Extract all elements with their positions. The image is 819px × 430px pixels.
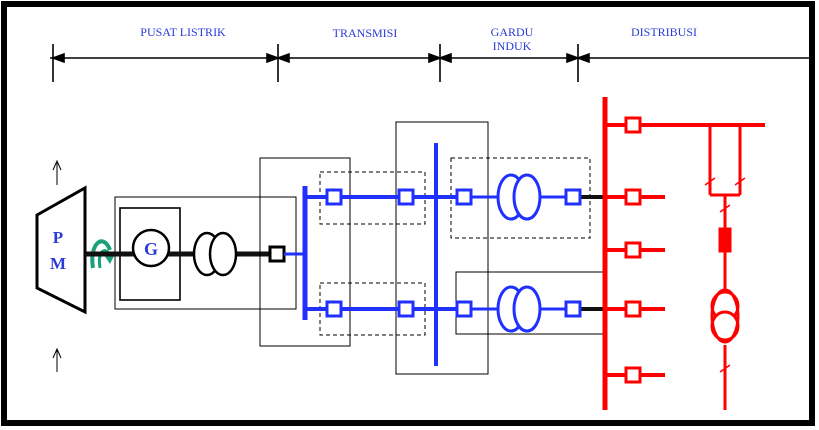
transformer-icon <box>471 173 566 221</box>
transmission-lines <box>302 143 464 366</box>
breaker-icon <box>564 188 582 206</box>
label-induk: INDUK <box>493 39 532 53</box>
generator <box>131 228 171 268</box>
breaker-icon <box>624 241 642 259</box>
prime-mover <box>35 185 87 315</box>
transformer-icon <box>471 285 566 333</box>
distribution-breakers <box>624 116 642 384</box>
prime-mover-label-m: M <box>50 254 66 273</box>
breaker-icon <box>624 300 642 318</box>
breaker-icon <box>325 300 343 318</box>
substation-output <box>564 188 605 318</box>
breaker-icon <box>455 188 473 206</box>
transmission-breakers <box>325 188 473 318</box>
label-pusat-listrik: PUSAT LISTRIK <box>140 25 226 39</box>
label-gardu: GARDU <box>491 25 534 39</box>
plant-breaker <box>268 245 286 263</box>
breaker-icon <box>624 116 642 134</box>
shaft-arrows <box>52 159 62 372</box>
substation-enclosure <box>395 121 489 375</box>
transformer-icon <box>192 231 238 277</box>
breaker-icon <box>325 188 343 206</box>
generator-label: G <box>144 239 158 259</box>
transformer-icon <box>710 288 740 344</box>
prime-mover-label-p: P <box>53 228 63 247</box>
fuse-icon <box>718 227 732 253</box>
transmission-switchyard-box <box>259 157 351 347</box>
breaker-icon <box>397 188 415 206</box>
label-distribusi: DISTRIBUSI <box>631 25 697 39</box>
label-transmisi: TRANSMISI <box>333 26 398 40</box>
breaker-icon <box>455 300 473 318</box>
breaker-icon <box>564 300 582 318</box>
breaker-icon <box>624 366 642 384</box>
breaker-icon <box>397 300 415 318</box>
breaker-icon <box>624 188 642 206</box>
section-dimension-line <box>50 44 812 82</box>
